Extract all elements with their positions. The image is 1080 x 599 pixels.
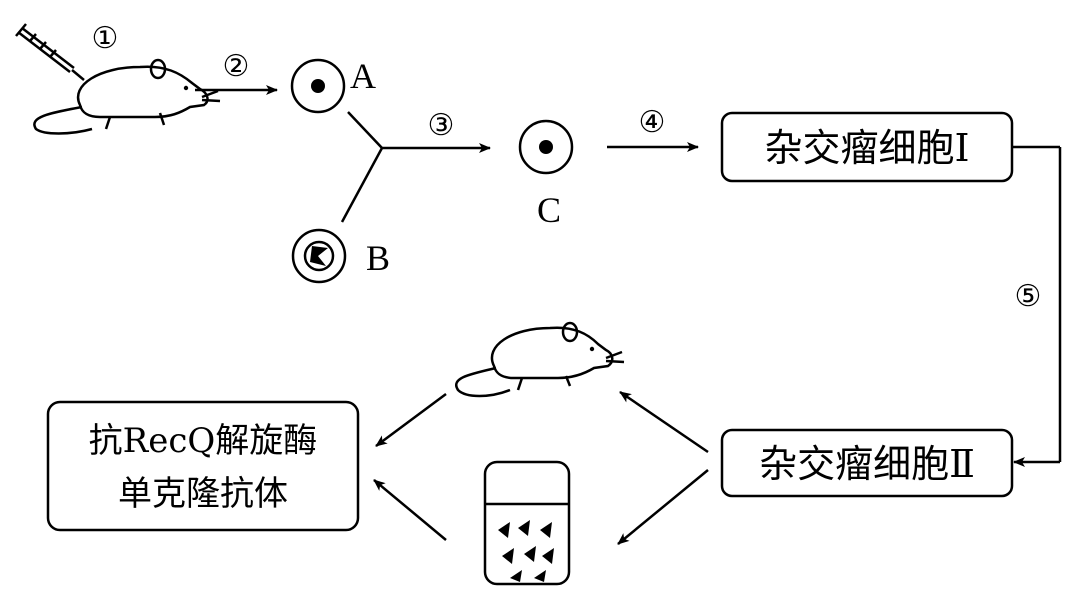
arrow-to-culture: [617, 469, 709, 545]
step-1-label: ①: [92, 21, 119, 56]
mouse-icon: [33, 58, 221, 135]
antibody-product-box: [46, 400, 360, 532]
cell-c-label: C: [537, 190, 561, 230]
step-5-label: ⑤: [1015, 279, 1042, 314]
cell-a-label: A: [350, 56, 376, 96]
syringe-icon: [15, 23, 85, 81]
fusion-connector: [340, 111, 491, 223]
step-2-label: ②: [223, 49, 250, 84]
step-4-label: ④: [639, 105, 666, 140]
arrow-to-mouse: [619, 390, 709, 454]
cell-b-label: B: [366, 238, 390, 278]
mouse-icon: [455, 321, 625, 398]
cell-b: [291, 228, 347, 284]
hybridoma-1-label: 杂交瘤细胞Ⅰ: [764, 126, 969, 170]
hybridoma-2-box: [720, 428, 1014, 498]
arrow-culture-to-product: [373, 479, 447, 541]
step-3-label: ③: [428, 108, 455, 143]
cell-a: [290, 58, 346, 114]
arrow-mouse-to-product: [375, 392, 447, 448]
hybridoma-2-label: 杂交瘤细胞Ⅱ: [759, 442, 975, 486]
cell-c: [518, 119, 574, 175]
product-line-2: 单克隆抗体: [118, 474, 288, 514]
product-line-1: 抗RecQ解旋酶: [89, 421, 318, 461]
culture-flask-icon: [483, 460, 571, 586]
step-5-connector: [1012, 145, 1062, 467]
